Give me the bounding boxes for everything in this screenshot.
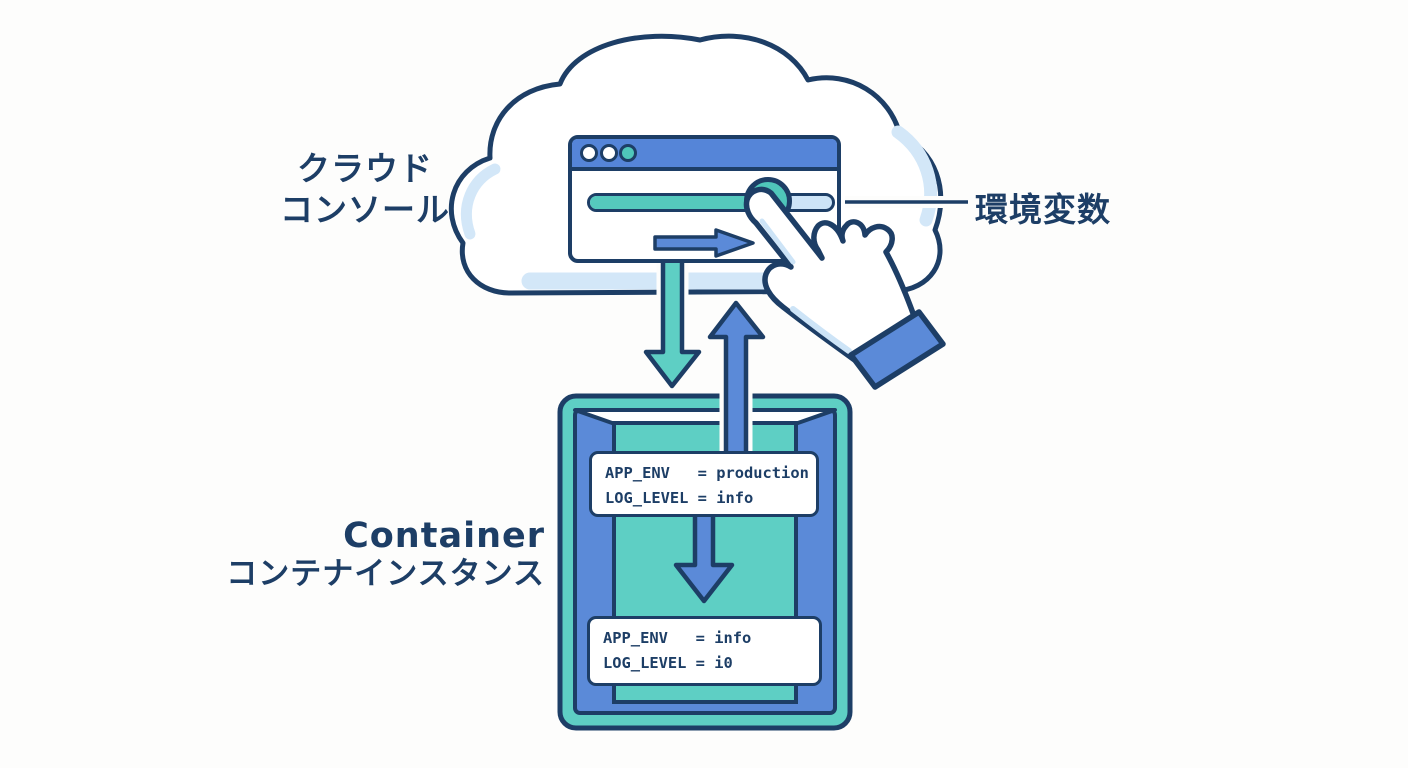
cloud-shading-right — [891, 125, 938, 227]
right-arrow-icon — [653, 228, 755, 258]
env-line: APP_ENV = info — [603, 629, 752, 647]
down-arrow-teal-icon — [643, 257, 702, 389]
env-line: LOG_LEVEL = info — [605, 489, 754, 507]
container-label-line2: コンテナインスタンス — [226, 556, 545, 592]
container-instance-label: Container コンテナインスタンス — [190, 517, 545, 593]
cloud-console-label-line2: コンソール — [280, 190, 450, 229]
env-line: APP_ENV = production — [605, 464, 809, 482]
cloud-console-label-line1: クラウド — [297, 149, 433, 188]
hand-shape — [743, 186, 917, 364]
window-dot-icon — [580, 144, 598, 162]
cloud-shading-left — [461, 163, 501, 240]
finger-shading — [759, 218, 796, 265]
cloud-console-label: クラウド コンソール — [278, 148, 452, 230]
env-code-box-top: APP_ENV = production LOG_LEVEL = info — [589, 451, 819, 517]
env-code-box-bottom: APP_ENV = info LOG_LEVEL = i0 — [587, 616, 822, 686]
hand-cuff — [848, 309, 946, 390]
env-var-label: 環境変数 — [975, 190, 1111, 229]
browser-window — [568, 135, 841, 263]
window-dot-icon — [600, 144, 618, 162]
container-label-line1: Container — [343, 516, 545, 556]
window-dot-teal-icon — [619, 144, 637, 162]
browser-titlebar — [572, 139, 837, 171]
down-arrow-blue-icon — [673, 511, 735, 604]
palm-shading — [790, 306, 852, 354]
env-line: LOG_LEVEL = i0 — [603, 654, 733, 672]
pointing-hand-icon — [743, 186, 946, 390]
slider-fill — [590, 196, 770, 209]
up-arrow-blue-icon — [707, 300, 766, 463]
